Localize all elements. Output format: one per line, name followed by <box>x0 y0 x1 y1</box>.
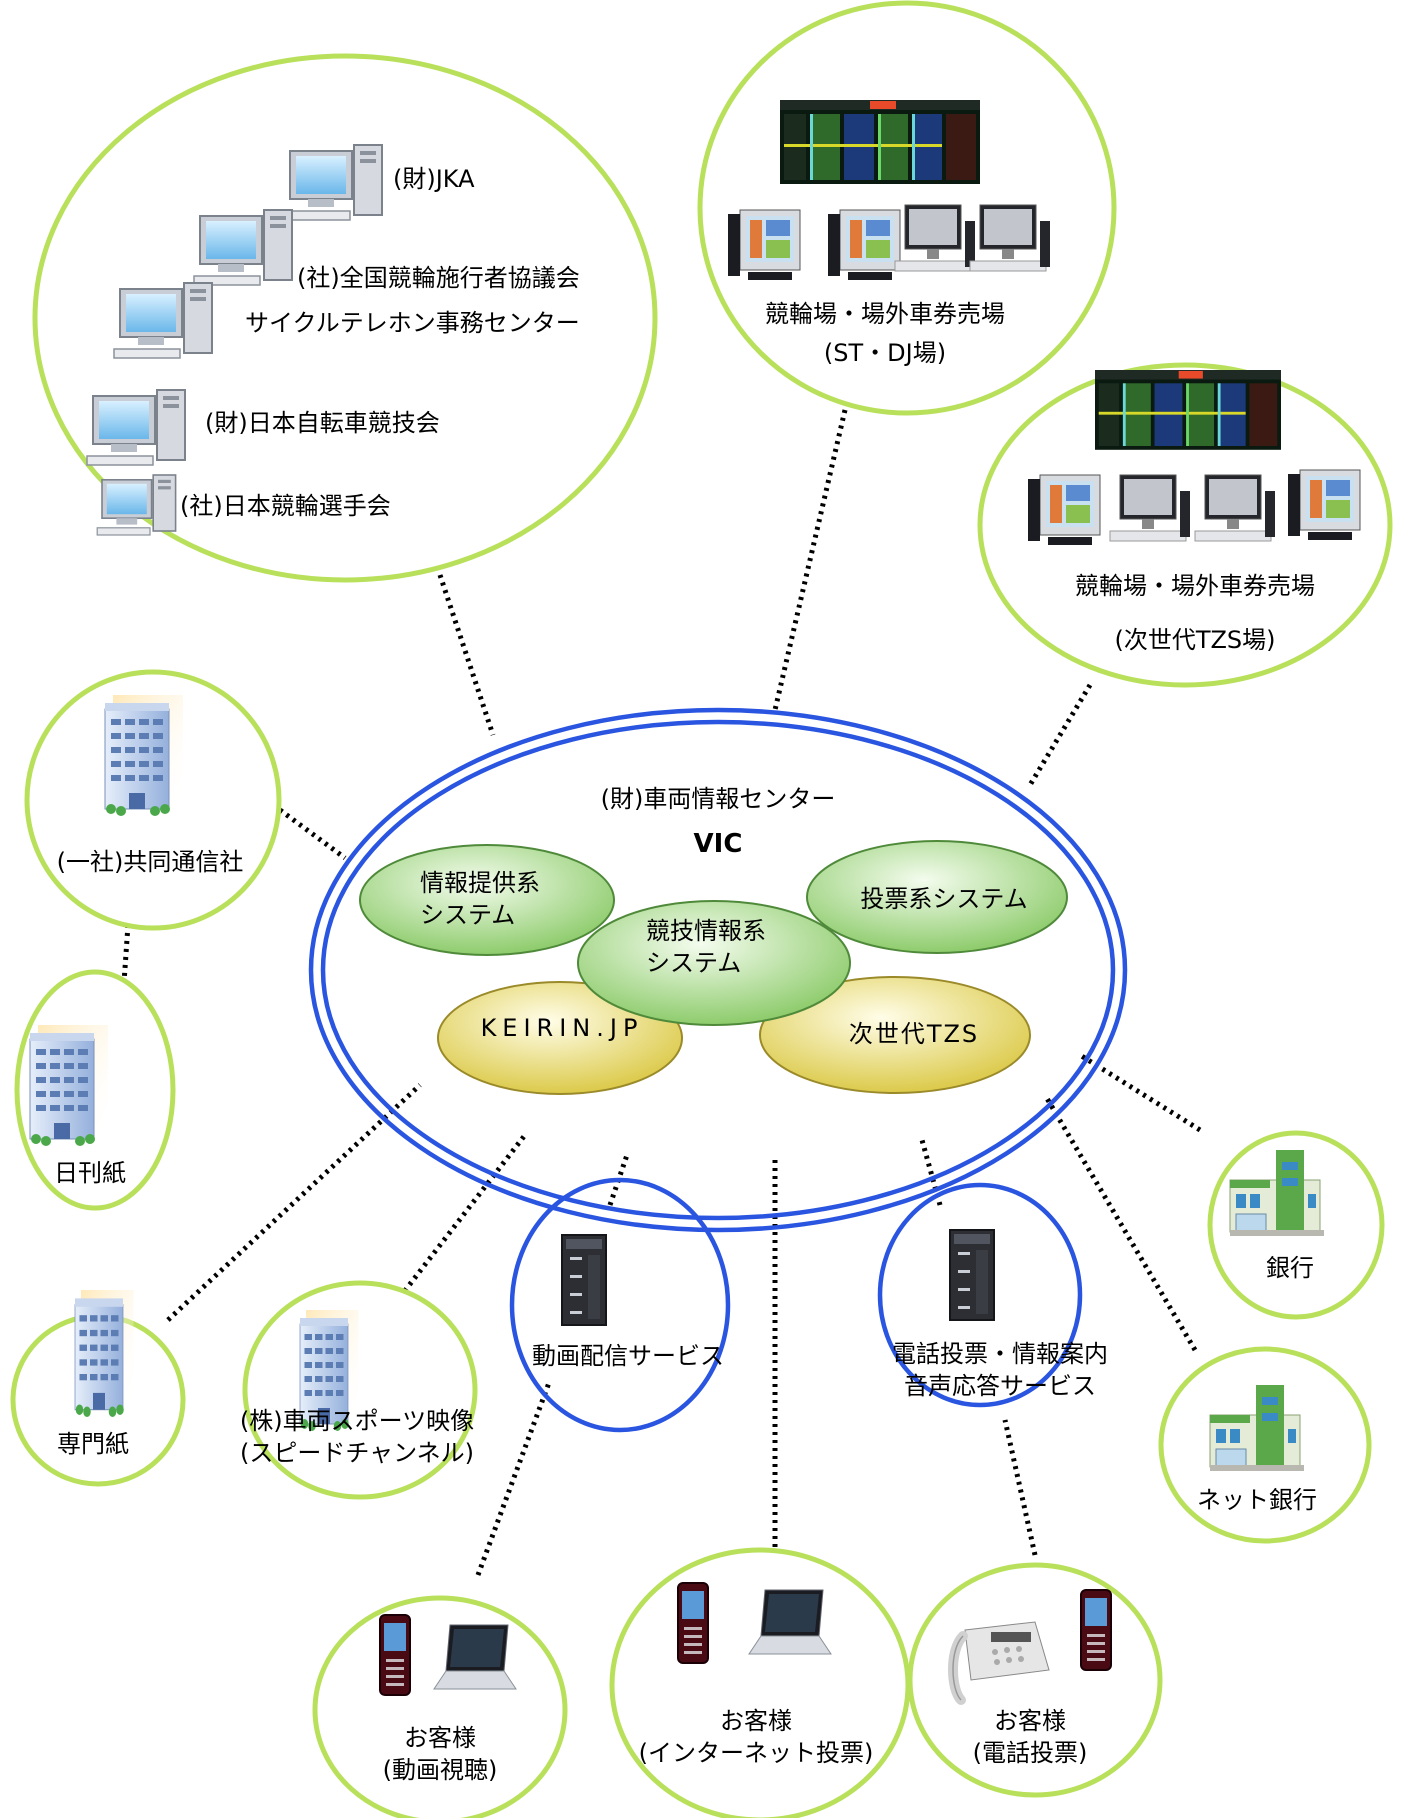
label-net-bank: ネット銀行 <box>1197 1486 1317 1514</box>
server-rack-icon <box>949 1229 995 1321</box>
vic-inner-ring <box>320 719 1116 1221</box>
office-building-icon <box>29 1024 109 1147</box>
connector-speed <box>388 1133 527 1312</box>
voting-ellipse <box>806 840 1068 954</box>
label-st-dj-line1: 競輪場・場外車券売場 <box>765 300 1005 328</box>
odds-board-icon <box>780 100 980 184</box>
label-bicycle-assoc: (財)日本自転車競技会 <box>205 409 440 437</box>
voice-service-circle <box>877 1182 1083 1408</box>
label-specialty-paper: 専門紙 <box>57 1430 129 1458</box>
label-customer-video: お客様 (動画視聴) <box>382 1724 498 1784</box>
label-next-tzs: 次世代TZS <box>848 1020 980 1048</box>
label-voice-service: 電話投票・情報案内 音声応答サービス <box>892 1340 1108 1400</box>
race-info-ellipse <box>577 900 851 1026</box>
connector-phone-cust <box>1002 1419 1038 1556</box>
mobile-phone-icon <box>677 1582 709 1664</box>
connector-kyodo <box>278 807 347 861</box>
connector-specialty <box>166 1083 422 1322</box>
vic-subtitle: VIC <box>693 829 743 859</box>
connector-net-bank <box>1042 1093 1198 1352</box>
label-bank: 銀行 <box>1266 1254 1314 1282</box>
label-racers-assoc: (社)日本競輪選手会 <box>180 492 391 520</box>
info-provision-ellipse <box>359 844 615 956</box>
label-tzs-line1: 競輪場・場外車券売場 <box>1075 572 1315 600</box>
desktop-computer-icon <box>96 474 177 536</box>
vic-title: (財)車両情報センター <box>600 785 836 813</box>
next-tzs-ellipse <box>759 976 1031 1094</box>
connector-orgs <box>437 574 496 736</box>
label-info-provision: 情報提供系 システム <box>420 869 540 929</box>
voting-terminal-icon <box>1287 469 1361 541</box>
odds-board-icon <box>1095 370 1281 450</box>
label-race-info: 競技情報系 システム <box>646 917 766 977</box>
label-voting-system: 投票系システム <box>860 885 1028 913</box>
voting-terminal-icon <box>827 209 901 281</box>
label-tzs-line2: (次世代TZS場) <box>1114 626 1276 654</box>
keirin-jp-ellipse <box>437 981 683 1095</box>
connector-tzs <box>1027 683 1093 787</box>
label-kyodo: (一社)共同通信社 <box>56 848 244 876</box>
vic-outer-ring <box>308 707 1128 1233</box>
label-daily-paper: 日刊紙 <box>54 1159 126 1187</box>
mobile-phone-icon <box>379 1614 411 1696</box>
label-customer-phone: お客様 (電話投票) <box>972 1707 1088 1767</box>
office-building-icon <box>104 694 184 817</box>
connector-voice-svc <box>919 1139 943 1206</box>
connector-st-dj <box>772 409 848 711</box>
video-service-circle <box>509 1177 731 1433</box>
label-council: (社)全国競輪施行者協議会 <box>297 264 580 292</box>
label-speed-channel: (株)車両スポーツ映像 (スピードチャンネル) <box>239 1407 475 1467</box>
office-building-icon <box>74 1289 135 1418</box>
label-jka: (財)JKA <box>393 165 475 193</box>
label-customer-internet: お客様 (インターネット投票) <box>638 1707 874 1767</box>
orgs-circle <box>32 53 658 583</box>
label-keirin-jp: KEIRIN.JP <box>480 1014 644 1042</box>
connector-video-cust <box>475 1379 553 1576</box>
server-rack-icon <box>561 1234 607 1326</box>
mobile-phone-icon <box>1080 1589 1112 1671</box>
label-cycle-telephone: サイクルテレホン事務センター <box>245 309 580 337</box>
voting-terminal-icon <box>1027 474 1101 546</box>
voting-terminal-icon <box>727 209 801 281</box>
label-st-dj-line2: (ST・DJ場) <box>823 339 947 367</box>
internet-cust-circle <box>609 1547 911 1818</box>
label-video-service: 動画配信サービス <box>532 1342 724 1370</box>
